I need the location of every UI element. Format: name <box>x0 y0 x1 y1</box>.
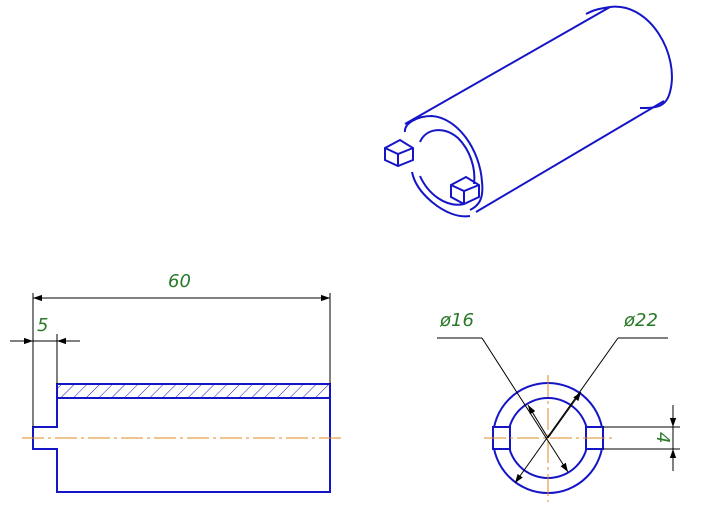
iso-near-inner-ring <box>419 129 476 185</box>
dim-length-total: 60 <box>32 271 331 427</box>
dim-slot-width: 4 <box>603 405 680 471</box>
iso-near-outer-ring <box>403 114 484 211</box>
dim-inner-diameter: ø16 <box>437 310 569 473</box>
end-view: ø16 ø22 4 <box>437 310 680 502</box>
dim-length-total-label: 60 <box>168 271 191 292</box>
dim-step-length: 5 <box>10 315 80 384</box>
iso-slot-tab-left <box>384 138 414 168</box>
iso-top-edge <box>404 6 611 125</box>
dim-inner-diameter-label: ø16 <box>439 310 474 331</box>
section-hatch <box>57 384 330 398</box>
iso-far-end <box>609 5 673 109</box>
dim-outer-diameter-label: ø22 <box>623 310 658 331</box>
iso-slot-tab-right <box>450 175 480 206</box>
dim-step-length-label: 5 <box>37 315 48 336</box>
isometric-view <box>384 5 673 218</box>
dim-outer-diameter: ø22 <box>514 310 668 484</box>
section-outline <box>32 383 331 493</box>
dim-slot-width-label: 4 <box>652 432 673 443</box>
iso-bottom-edge <box>475 100 665 213</box>
section-view: 60 5 <box>10 271 342 493</box>
